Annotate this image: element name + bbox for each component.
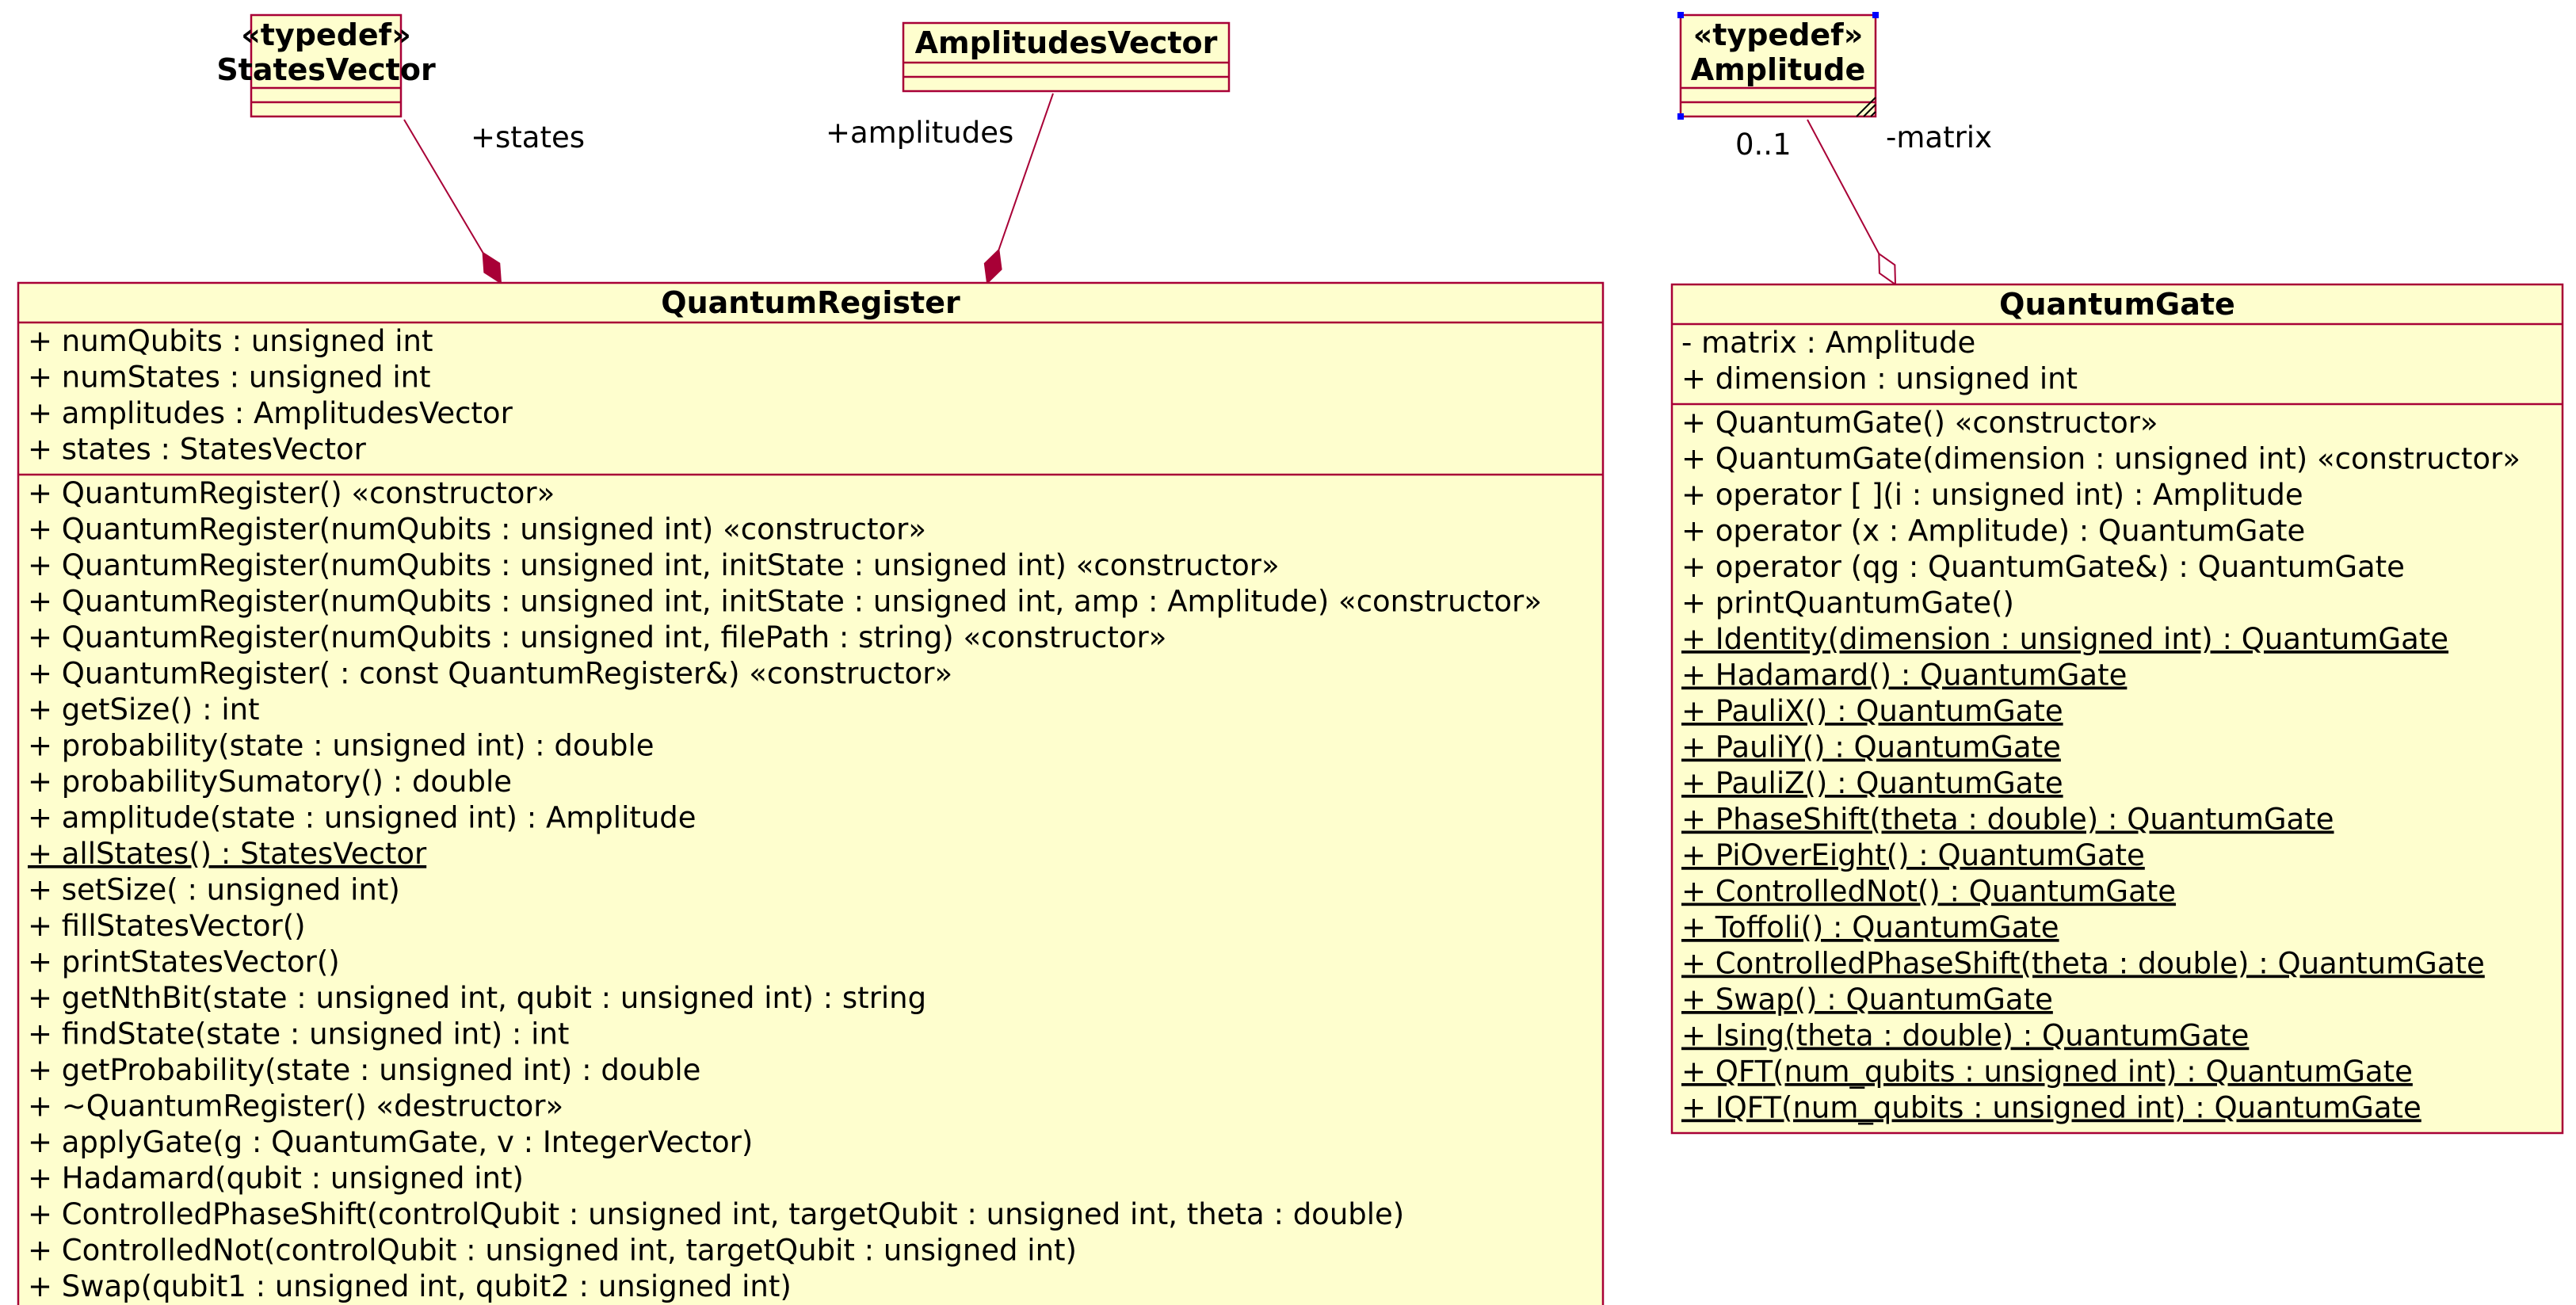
class-box: [17, 281, 1605, 1305]
method: + probability(state : unsigned int) : do…: [28, 729, 654, 763]
method: + printStatesVector(): [28, 945, 340, 979]
method: + operator (qg : QuantumGate&) : Quantum…: [1681, 550, 2405, 584]
method: + setSize( : unsigned int): [28, 873, 400, 907]
attribute: + states : StatesVector: [28, 433, 367, 467]
attribute: - matrix : Amplitude: [1681, 326, 1975, 360]
class-quantumregister[interactable]: QuantumRegister + numQubits : unsigned in…: [17, 281, 1605, 1305]
method: + amplitude(state : unsigned int) : Ampl…: [28, 801, 696, 835]
attribute: + numQubits : unsigned int: [28, 324, 433, 358]
class-box: [1670, 283, 2564, 1135]
static-method: + Swap() : QuantumGate: [1681, 983, 2053, 1017]
static-method: + ControlledNot() : QuantumGate: [1681, 875, 2176, 909]
method: + ControlledNot(controlQubit : unsigned …: [28, 1234, 1077, 1268]
classes-layer: «typedef»StatesVectorAmplitudesVector«ty…: [17, 12, 2564, 1305]
static-method: + Toffoli() : QuantumGate: [1681, 910, 2059, 944]
method: + QuantumRegister(numQubits : unsigned i…: [28, 548, 1280, 582]
filled-diamond-icon: [983, 248, 1002, 285]
static-method: + Ising(theta : double) : QuantumGate: [1681, 1019, 2249, 1053]
static-method: + Hadamard() : QuantumGate: [1681, 658, 2127, 693]
relation-multiplicity: 0..1: [1735, 128, 1792, 162]
attribute: + numStates : unsigned int: [28, 361, 431, 395]
method: + QuantumGate() «constructor»: [1681, 406, 2158, 440]
class-name: AmplitudesVector: [915, 25, 1218, 60]
class-box: [1679, 13, 1877, 118]
method: + Hadamard(qubit : unsigned int): [28, 1162, 524, 1196]
method: + ControlledPhaseShift(controlQubit : un…: [28, 1197, 1404, 1231]
method: + QuantumRegister( : const QuantumRegist…: [28, 657, 952, 691]
method: + QuantumRegister(numQubits : unsigned i…: [28, 513, 926, 547]
method: + applyGate(g : QuantumGate, v : Integer…: [28, 1125, 753, 1159]
class-stereotype: «typedef»: [1693, 17, 1864, 52]
relation-line: [403, 119, 484, 254]
static-method: + QFT(num_qubits : unsigned int) : Quant…: [1681, 1055, 2413, 1089]
relations-layer: +states +amplitudes -matrix 0..1: [403, 93, 1992, 286]
relation-composition[interactable]: +states: [403, 119, 585, 284]
class-stereotype: «typedef»: [241, 17, 411, 52]
class-box: [250, 13, 403, 118]
method: + QuantumRegister(numQubits : unsigned i…: [28, 585, 1542, 619]
attribute: + dimension : unsigned int: [1681, 362, 2078, 396]
method: + getSize() : int: [28, 693, 260, 727]
relation-composition[interactable]: +amplitudes: [826, 93, 1054, 285]
method: + fillStatesVector(): [28, 909, 306, 943]
relation-role: -matrix: [1886, 120, 1992, 155]
class-quantumgate[interactable]: QuantumGate - matrix : Amplitude+ dimensi…: [1670, 283, 2564, 1135]
class-name: QuantumGate: [1999, 287, 2235, 322]
static-method: + PauliZ() : QuantumGate: [1681, 766, 2063, 800]
static-method: + ControlledPhaseShift(theta : double) :…: [1681, 947, 2485, 981]
method: + findState(state : unsigned int) : int: [28, 1017, 569, 1051]
method: + probabilitySumatory() : double: [28, 765, 512, 799]
class-name: QuantumRegister: [661, 285, 960, 320]
method: + QuantumRegister() «constructor»: [28, 476, 555, 510]
method: + getNthBit(state : unsigned int, qubit …: [28, 981, 926, 1015]
static-method: + PauliY() : QuantumGate: [1681, 731, 2061, 765]
method: + operator (x : Amplitude) : QuantumGate: [1681, 514, 2305, 548]
selection-handle[interactable]: [1677, 12, 1684, 18]
class-name: StatesVector: [216, 52, 436, 87]
relation-aggregation[interactable]: -matrix 0..1: [1735, 119, 1992, 286]
static-method: + PiOverEight() : QuantumGate: [1681, 838, 2145, 872]
class-name: Amplitude: [1691, 52, 1865, 87]
method: + Swap(qubit1 : unsigned int, qubit2 : u…: [28, 1269, 792, 1303]
resize-grip-icon[interactable]: [1856, 97, 1876, 117]
static-method: + PhaseShift(theta : double) : QuantumGa…: [1681, 803, 2334, 837]
relation-role: +amplitudes: [826, 116, 1013, 150]
method: + printQuantumGate(): [1681, 586, 2014, 620]
method: + operator [ ](i : unsigned int) : Ampli…: [1681, 478, 2303, 512]
static-method: + Identity(dimension : unsigned int) : Q…: [1681, 622, 2448, 656]
static-method: + allStates() : StatesVector: [28, 837, 427, 871]
class-amplitudesvector[interactable]: AmplitudesVector: [902, 21, 1231, 93]
method: + ~QuantumRegister() «destructor»: [28, 1089, 563, 1124]
filled-diamond-icon: [482, 251, 502, 284]
class-box: [902, 21, 1231, 93]
method: + QuantumGate(dimension : unsigned int) …: [1681, 442, 2521, 476]
selection-handle[interactable]: [1872, 12, 1879, 18]
relation-line: [998, 93, 1054, 250]
static-method: + IQFT(num_qubits : unsigned int) : Quan…: [1681, 1091, 2421, 1125]
static-method: + PauliX() : QuantumGate: [1681, 694, 2063, 728]
attribute: + amplitudes : AmplitudesVector: [28, 396, 513, 430]
method: + getProbability(state : unsigned int) :…: [28, 1053, 700, 1087]
class-amplitude[interactable]: «typedef»Amplitude: [1677, 12, 1879, 120]
selection-handle[interactable]: [1677, 113, 1684, 120]
relation-line: [1807, 119, 1880, 254]
hollow-diamond-icon: [1878, 252, 1897, 286]
relation-role: +states: [471, 120, 585, 155]
class-statesvector[interactable]: «typedef»StatesVector: [216, 13, 436, 118]
method: + QuantumRegister(numQubits : unsigned i…: [28, 620, 1166, 654]
